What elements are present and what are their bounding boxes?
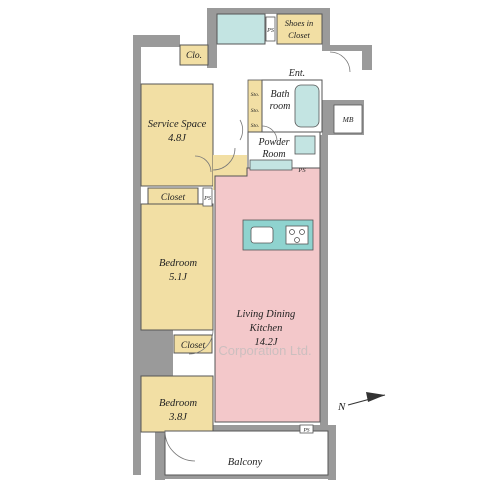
bathtub [294,84,320,128]
toilet-room [216,13,266,45]
service-space-size: 4.8J [168,133,187,144]
sto-label-2: Sto. [251,108,259,114]
balcony-area [164,430,329,476]
sto-label-1: Sto. [251,92,259,98]
ps-marker-mid: PS [203,196,211,202]
closet2-storage [173,334,213,354]
powder-room-line1: Powder [257,137,289,148]
bedroom2-room [140,375,214,433]
bathroom-line1: Bath [271,89,290,100]
ps-marker-kitchen: PS [297,167,306,174]
closet2-label: Closet [181,341,206,351]
closet1-label: Closet [161,193,186,203]
bedroom1-size: 5.1J [169,272,188,283]
balcony-label: Balcony [228,457,263,468]
ps-marker-bottom: PS [302,428,309,434]
ldk-size: 14.2J [254,337,278,348]
door-swings [164,51,351,462]
vanity [249,159,293,171]
wet-areas [216,13,323,251]
shoes-closet-line1: Shoes in [285,18,314,28]
sto-label-3: Sto. [251,123,259,129]
entrance-label: Ent. [288,68,305,79]
bedroom2-size: 3.8J [168,412,188,423]
bedroom2-name: Bedroom [159,398,198,409]
ps-marker-top: PS [266,28,274,34]
bathroom-line2: room [270,101,291,112]
ldk-line2: Kitchen [249,323,283,334]
service-space-name: Service Space [148,119,207,130]
kitchen-sink [250,226,274,244]
mb-marker: MB [342,115,354,124]
washbasin [294,135,316,155]
service-space-room [140,83,214,187]
markers: PS PS PS PS MB [202,16,363,434]
clo-storage [179,44,209,66]
powder-room-line2: Room [261,149,285,160]
compass-n-label: N [337,401,346,413]
shoes-closet [276,13,323,45]
watermark: Corporation Ltd. [218,343,311,358]
bedroom1-room [140,203,214,331]
storage-labels: Clo. Closet Closet Sto. Sto. Sto. [161,51,259,351]
ldk-line1: Living Dining [236,309,296,320]
compass-rose: N [337,392,386,413]
shoes-closet-line2: Closet [288,30,310,40]
ldk-room [214,167,321,423]
kitchen-stove [285,225,309,245]
clo-label: Clo. [186,51,202,61]
room-labels: Service Space 4.8J Bedroom 5.1J Bedroom … [148,18,314,468]
bedroom1-name: Bedroom [159,258,198,269]
